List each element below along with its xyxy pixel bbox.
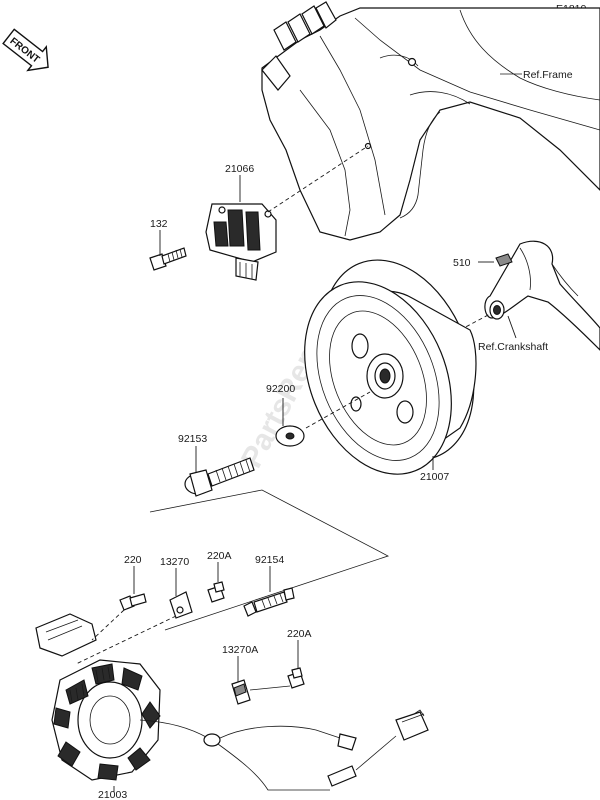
part-number-21007: 21007 <box>420 471 449 483</box>
part-number-21003: 21003 <box>98 789 127 800</box>
part-number-132: 132 <box>150 218 168 230</box>
screw-220-icon <box>119 593 147 611</box>
key-510-icon <box>495 253 513 267</box>
part-number-220a-top: 220A <box>207 550 232 562</box>
bolt-92154-icon <box>243 587 295 617</box>
screw-220a-icon <box>207 581 225 603</box>
frame-icon <box>261 1 600 241</box>
rotor-flywheel-icon <box>304 259 477 475</box>
screw-220a-lower-icon <box>287 667 305 689</box>
flywheel-bolt-92153-icon <box>184 457 255 497</box>
part-number-92200: 92200 <box>266 383 295 395</box>
part-number-92153: 92153 <box>178 433 207 445</box>
front-arrow-icon: FRONT <box>2 28 49 72</box>
ref-frame-label: Ref.Frame <box>523 69 573 81</box>
part-number-13270: 13270 <box>160 556 189 568</box>
clamp-13270-icon <box>169 591 193 619</box>
washer-92200-icon <box>275 425 305 447</box>
part-number-13270a: 13270A <box>222 644 258 656</box>
regulator-rectifier-icon <box>205 203 277 281</box>
bolt-132-icon <box>149 247 187 271</box>
stator-icon <box>35 613 429 791</box>
part-number-92154: 92154 <box>255 554 284 566</box>
part-number-220a-lower: 220A <box>287 628 312 640</box>
part-number-220: 220 <box>124 554 142 566</box>
ref-crankshaft-label: Ref.Crankshaft <box>478 341 548 353</box>
crankshaft-icon <box>484 240 600 351</box>
part-number-21066: 21066 <box>225 163 254 175</box>
part-number-510: 510 <box>453 257 471 269</box>
clamp-13270a-icon <box>231 679 251 705</box>
